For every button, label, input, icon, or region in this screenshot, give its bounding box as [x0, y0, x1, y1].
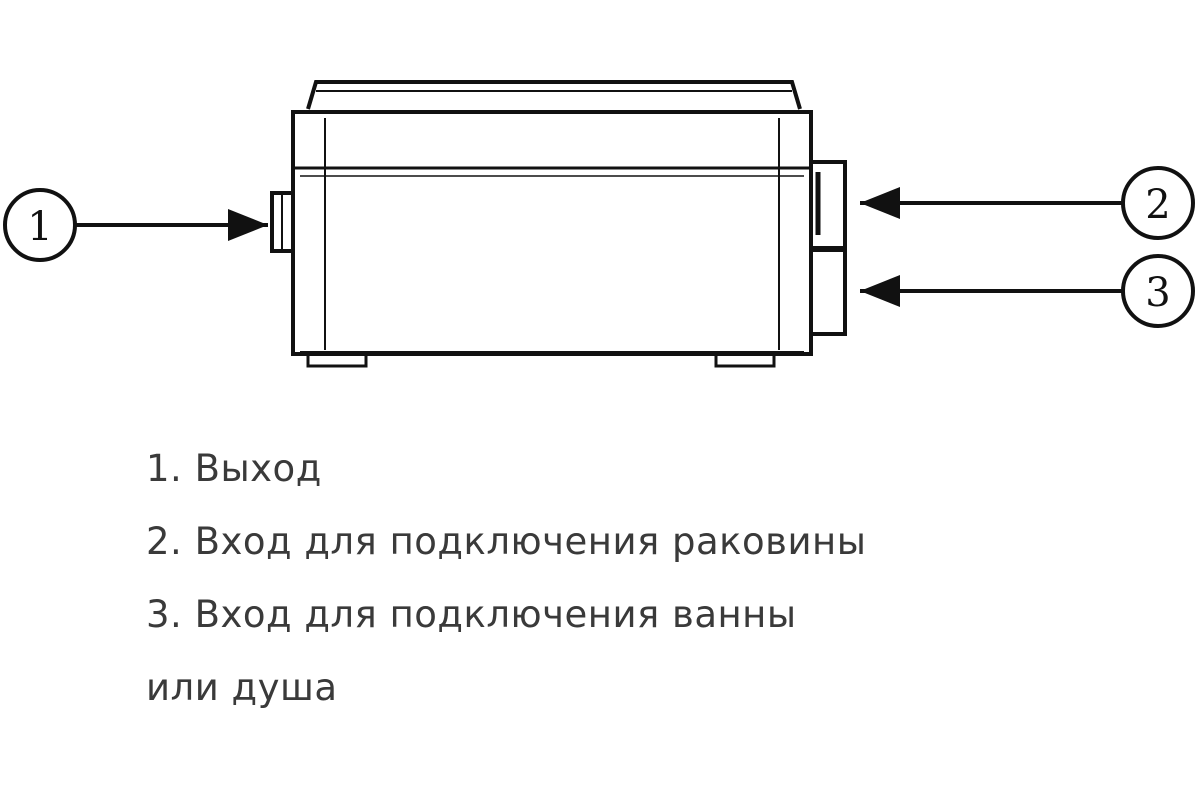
callout-3-number: 3 [1145, 270, 1170, 316]
pump-housing [270, 80, 847, 368]
housing-body [291, 110, 813, 356]
callout-1-group: 1 [3, 188, 268, 262]
callout-2-group: 2 [860, 166, 1195, 240]
legend-item-outlet: 1. Выход [146, 447, 322, 490]
foot-right [714, 352, 776, 368]
callout-2-number: 2 [1145, 182, 1170, 228]
legend-item-bath-inlet: 3. Вход для подключения ванны [146, 593, 797, 636]
legend-item-bath-inlet-continued: или душа [146, 666, 338, 709]
callout-3-group: 3 [860, 254, 1195, 328]
bath-inlet-port [809, 248, 847, 336]
legend-item-sink-inlet: 2. Вход для подключения раковины [146, 520, 867, 563]
foot-left [306, 352, 368, 368]
pump-unit-diagram: 1 2 3 [3, 80, 1195, 368]
callout-1-number: 1 [27, 204, 52, 250]
housing-lid [306, 80, 802, 110]
legend: 1. Выход 2. Вход для подключения раковин… [146, 432, 866, 724]
